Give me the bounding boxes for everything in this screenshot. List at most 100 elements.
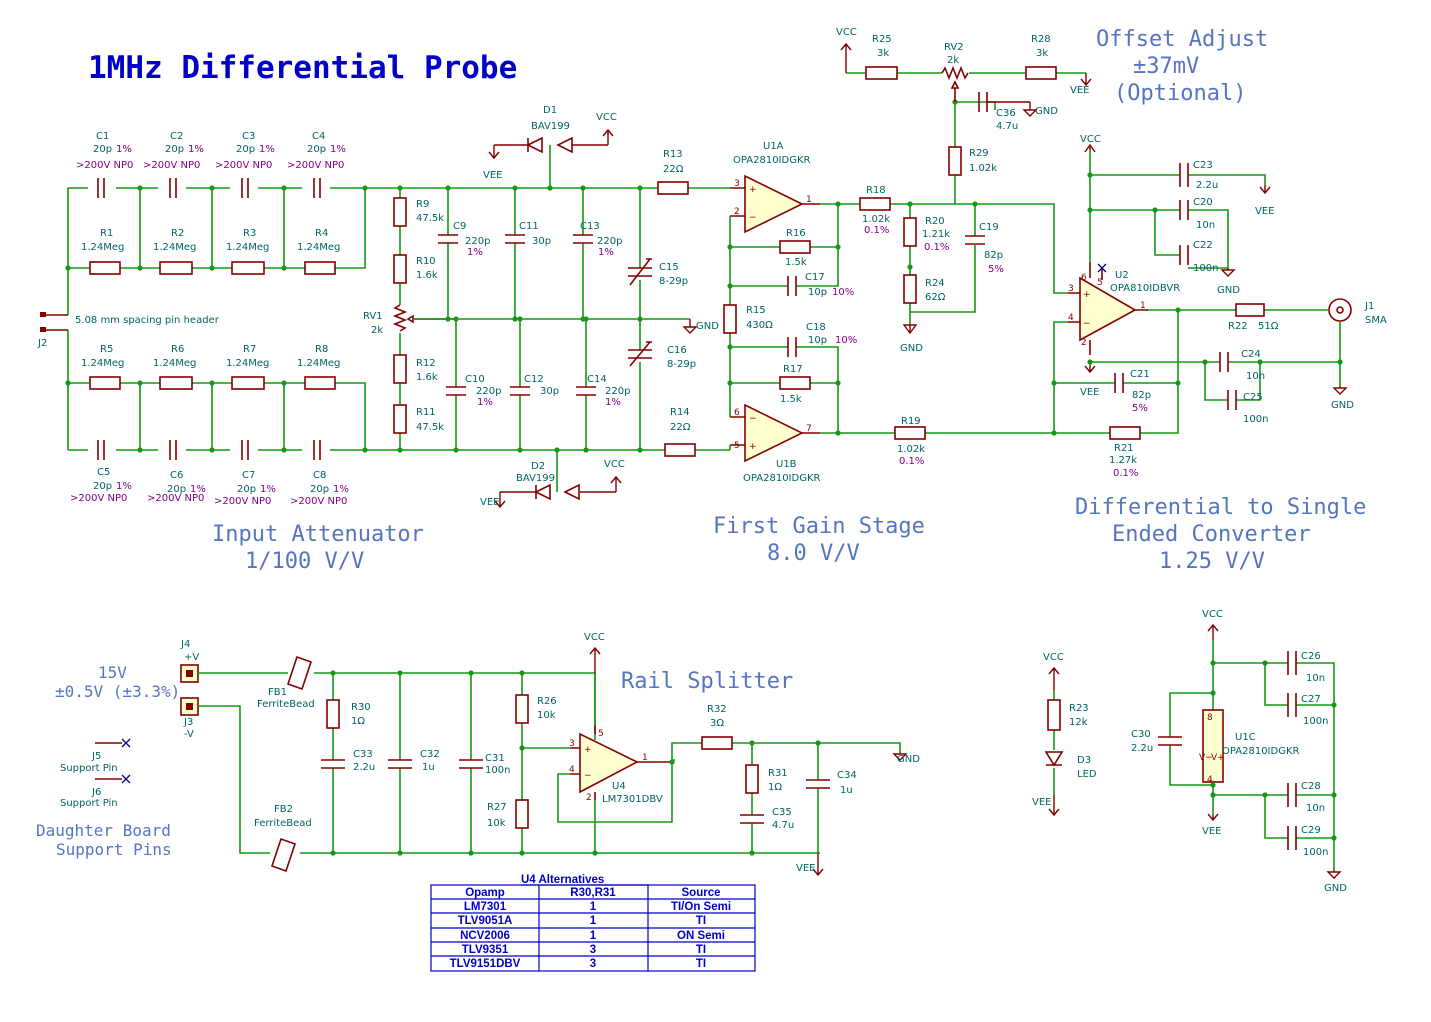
c18-val: 10p [808, 335, 827, 346]
j1-sma-body [1328, 298, 1352, 322]
c7-ref: C7 [242, 470, 255, 481]
c28-val: 10n [1306, 803, 1325, 814]
offset-note-3: (Optional) [1114, 81, 1246, 106]
r29-ref: R29 [969, 148, 989, 159]
splitter-note: Rail Splitter [621, 669, 793, 694]
r19-val: 1.02k [897, 444, 925, 455]
c35-ref: C35 [772, 807, 792, 818]
vee-label-c23: VEE [1255, 206, 1274, 217]
c1-ref: C1 [96, 131, 109, 142]
c14-val: 220p [605, 386, 630, 397]
vee-label-u1c: VEE [1202, 826, 1221, 837]
vee-label-offset: VEE [1070, 85, 1089, 96]
alt-row-5-opamp: TLV9151DBV [450, 958, 521, 970]
j3-ref: J3 [183, 717, 193, 728]
converter-note-2: Ended Converter [1112, 522, 1311, 547]
diff-converter-block: R18 1.02k 0.1% R19 1.02k 0.1% R21 1.27k … [836, 27, 1387, 479]
r25-val: 3k [877, 48, 889, 59]
u1a-body [744, 174, 804, 234]
vcc-label-u2: VCC [1080, 134, 1101, 145]
c1-val: 20p [93, 144, 112, 155]
r7-val: 1.24Meg [226, 358, 269, 369]
fb2-ref: FB2 [274, 804, 293, 815]
offset-note-1: Offset Adjust [1096, 27, 1268, 52]
c25-ref: C25 [1243, 392, 1263, 403]
j6-val: Support Pin [60, 798, 118, 809]
input-attenuator-block: J2 5.08 mm spacing pin header C1 [37, 105, 719, 509]
r20-ref: R20 [925, 216, 945, 227]
alt-row-2-r: 1 [590, 915, 597, 927]
c7-tol: 1% [260, 484, 276, 495]
r4-val: 1.24Meg [297, 242, 340, 253]
j2-pin1 [40, 312, 46, 317]
c2-tol: 1% [188, 144, 204, 155]
c16-ref: C16 [667, 345, 687, 356]
vee-label-d1: VEE [483, 170, 502, 181]
offset-note-2: ±37mV [1133, 54, 1199, 79]
vee-label-u4: VEE [796, 863, 815, 874]
vcc-label-offset: VCC [836, 27, 857, 38]
r22-val: 51Ω [1258, 321, 1279, 332]
c20-val: 10n [1196, 220, 1215, 231]
u1a-ref: U1A [763, 141, 784, 152]
r21-val: 1.27k [1109, 455, 1137, 466]
r21-ref: R21 [1114, 443, 1134, 454]
svg-text:4: 4 [1068, 313, 1074, 323]
u4-val: LM7301DBV [602, 794, 663, 805]
r8-val: 1.24Meg [297, 358, 340, 369]
r2-body [159, 261, 193, 275]
svg-text:1: 1 [642, 753, 648, 763]
r14-ref: R14 [670, 407, 690, 418]
c2-ref: C2 [170, 131, 183, 142]
j3-val: -V [184, 729, 194, 740]
c9-val: 220p [465, 236, 490, 247]
d2-body [534, 483, 580, 501]
alt-row-3-opamp: NCV2006 [460, 930, 510, 942]
r14-val: 22Ω [670, 422, 691, 433]
svg-text:3: 3 [569, 739, 575, 749]
power-led-block: VCC R23 12k D3 LED VEE [1032, 652, 1097, 817]
c7-val: 20p [237, 484, 256, 495]
alt-header-r: R30,R31 [570, 887, 616, 899]
r31-val: 1Ω [768, 782, 782, 793]
d2-ref: D2 [531, 461, 545, 472]
r1-body [89, 261, 121, 275]
c5-tol: 1% [116, 481, 132, 492]
fb1-val: FerriteBead [257, 699, 315, 710]
alt-row-4-opamp: TLV9351 [462, 944, 509, 956]
svg-text:5: 5 [598, 729, 604, 739]
r9-val: 47.5k [416, 213, 444, 224]
c4-volt: >200V NP0 [287, 160, 344, 171]
r16-val: 1.5k [785, 257, 807, 268]
svg-text:6: 6 [734, 408, 740, 418]
r5-ref: R5 [100, 344, 113, 355]
c3-ref: C3 [242, 131, 255, 142]
r20-val: 1.21k [922, 229, 950, 240]
u2-ref: U2 [1115, 270, 1129, 281]
c22-val: 100n [1193, 263, 1218, 274]
j5-val: Support Pin [60, 763, 118, 774]
c22-ref: C22 [1193, 240, 1213, 251]
gnd-label-c22: GND [1217, 285, 1240, 296]
c8-val: 20p [310, 484, 329, 495]
u1c-ref: U1C [1235, 732, 1256, 743]
svg-text:2: 2 [586, 793, 592, 803]
r21-tol: 0.1% [1113, 468, 1138, 479]
u1b-ref: U1B [776, 459, 797, 470]
d1-ref: D1 [543, 105, 557, 116]
r19-ref: R19 [901, 416, 921, 427]
alt-row-1-opamp: LM7301 [464, 901, 507, 913]
gnd-label-u1c: GND [1324, 883, 1347, 894]
c6-tol: 1% [190, 484, 206, 495]
svg-text:−: − [749, 213, 757, 223]
c3-volt: >200V NP0 [215, 160, 272, 171]
c24-ref: C24 [1241, 349, 1261, 360]
vee-label-u2: VEE [1080, 387, 1099, 398]
c17-tol: 10% [832, 287, 854, 298]
c8-volt: >200V NP0 [290, 496, 347, 507]
r7-body [231, 376, 265, 390]
c19-tol: 5% [988, 264, 1004, 275]
j5-ref: J5 [91, 751, 101, 762]
u2-val: OPA810IDBVR [1110, 283, 1180, 294]
gnd-label-r24: GND [900, 343, 923, 354]
